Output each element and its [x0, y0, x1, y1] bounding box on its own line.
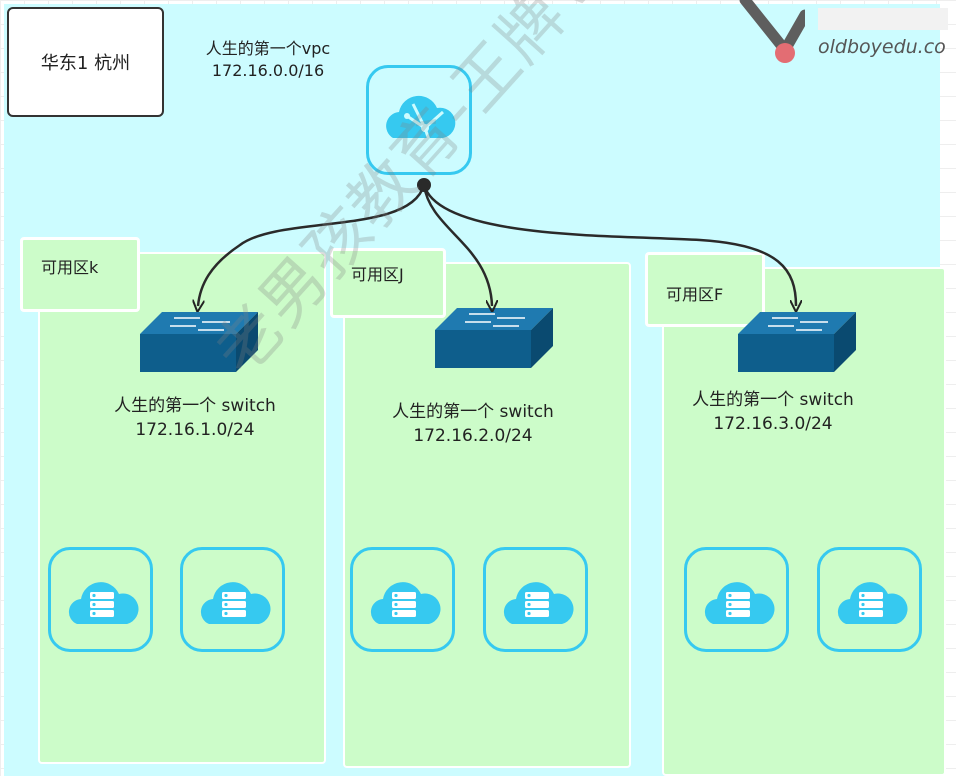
region-label: 华东1 杭州 — [7, 7, 164, 117]
logo-bar — [818, 8, 948, 30]
logo-mark-icon — [739, 0, 805, 63]
switch-icon[interactable] — [435, 308, 555, 370]
switch-cidr: 172.16.2.0/24 — [413, 426, 533, 446]
zone-tag-k: 可用区k — [20, 237, 140, 312]
cloud-server-icon — [704, 582, 775, 624]
server-instance[interactable] — [48, 547, 153, 652]
vpc-icon[interactable] — [366, 65, 472, 175]
vpc-cidr: 172.16.0.0/16 — [211, 61, 325, 80]
connector-origin — [417, 178, 431, 192]
edge-vpc-to-switch-k — [198, 184, 426, 306]
vpc-name: 人生的第一个vpc — [205, 39, 331, 58]
switch-cidr: 172.16.1.0/24 — [135, 420, 255, 440]
server-instance[interactable] — [817, 547, 922, 652]
cloud-vpc-icon — [386, 95, 456, 147]
server-instance[interactable] — [684, 547, 789, 652]
switch-name: 人生的第一个 switch — [114, 396, 276, 416]
zone-tag-f: 可用区F — [645, 252, 765, 327]
switch-icon[interactable] — [140, 312, 260, 374]
server-instance[interactable] — [180, 547, 285, 652]
zone-tag-j: 可用区J — [330, 248, 446, 318]
logo-text: oldboyedu.co — [818, 36, 946, 58]
switch-cidr: 172.16.3.0/24 — [713, 414, 833, 434]
vpc-label: 人生的第一个vpc 172.16.0.0/16 — [180, 38, 356, 82]
switch-label-f: 人生的第一个 switch 172.16.3.0/24 — [668, 388, 878, 436]
cloud-server-icon — [68, 582, 139, 624]
server-instance[interactable] — [483, 547, 588, 652]
edge-vpc-to-switch-f — [422, 184, 796, 306]
edge-vpc-to-switch-j — [422, 184, 492, 306]
cloud-server-icon — [837, 582, 908, 624]
switch-name: 人生的第一个 switch — [392, 402, 554, 422]
cloud-server-icon — [370, 582, 441, 624]
cloud-server-icon — [200, 582, 271, 624]
server-instance[interactable] — [350, 547, 455, 652]
switch-name: 人生的第一个 switch — [692, 390, 854, 410]
cloud-server-icon — [503, 582, 574, 624]
switch-icon[interactable] — [738, 312, 858, 374]
switch-label-j: 人生的第一个 switch 172.16.2.0/24 — [368, 400, 578, 448]
switch-label-k: 人生的第一个 switch 172.16.1.0/24 — [90, 394, 300, 442]
